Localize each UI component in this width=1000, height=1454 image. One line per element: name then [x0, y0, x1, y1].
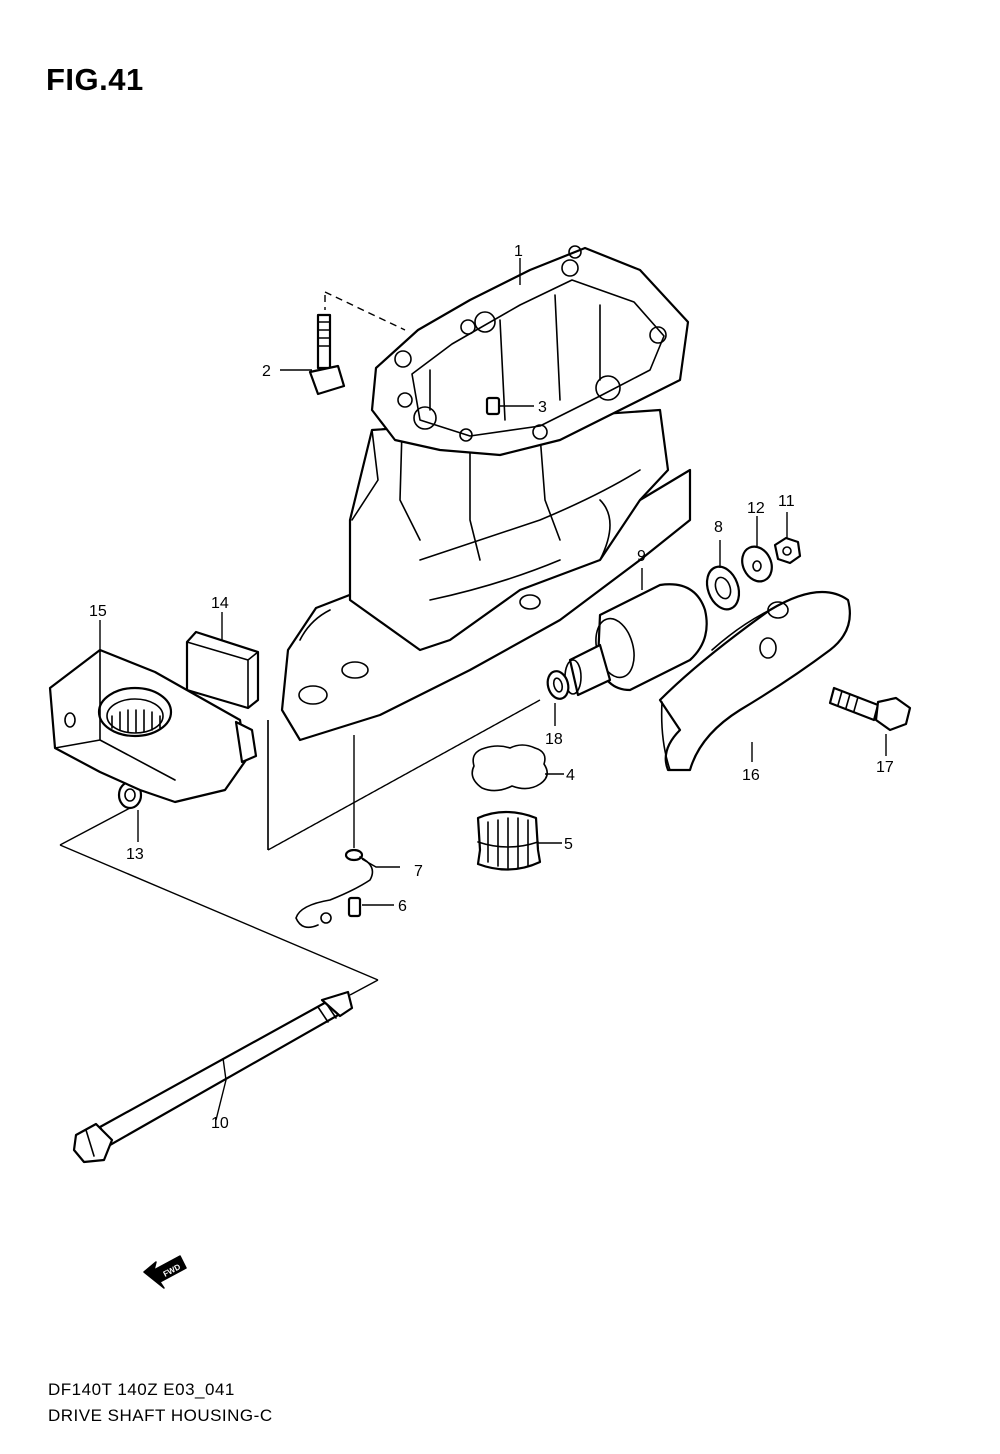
- callout-numbers: 1 2 3 4 5 6 7 8 9 10 11 12 13 14 15 16 1…: [89, 243, 894, 1132]
- callout-10: 10: [211, 1115, 229, 1132]
- callout-18: 18: [545, 731, 563, 748]
- callout-6: 6: [398, 898, 407, 915]
- fwd-arrow-icon: FWD: [143, 1255, 187, 1289]
- callout-12: 12: [747, 500, 765, 517]
- callout-9: 9: [637, 548, 646, 565]
- callout-3: 3: [538, 399, 547, 416]
- clamp-bracket: [48, 648, 258, 804]
- callout-17: 17: [876, 759, 894, 776]
- ground-wire: [295, 848, 374, 929]
- callout-1: 1: [514, 243, 523, 260]
- bushing: [476, 810, 542, 871]
- figure-title: FIG.41: [46, 62, 144, 97]
- callout-2: 2: [262, 363, 271, 380]
- dowel-pin: [485, 396, 501, 416]
- o-ring: [546, 670, 570, 700]
- gasket: [471, 744, 548, 792]
- leader-lines: [99, 258, 887, 1121]
- callout-5: 5: [564, 836, 573, 853]
- assembly-guide-lines: [59, 291, 541, 996]
- callout-14: 14: [211, 595, 229, 612]
- flat-washer: [741, 545, 773, 583]
- mount-rubber: [564, 583, 708, 697]
- flange-bolt: [308, 313, 346, 396]
- thrust-washer: [705, 565, 741, 611]
- callout-8: 8: [714, 519, 723, 536]
- drawing-name: DRIVE SHAFT HOUSING-C: [48, 1406, 273, 1425]
- mount-cover: [658, 590, 851, 772]
- callout-4: 4: [566, 767, 575, 784]
- cover-bolt: [828, 686, 912, 732]
- callout-15: 15: [89, 603, 107, 620]
- callout-7: 7: [414, 863, 423, 880]
- ground-screw: [347, 896, 362, 918]
- callout-16: 16: [742, 767, 760, 784]
- hex-nut: [773, 536, 802, 565]
- long-through-bolt: [72, 990, 354, 1164]
- drive-shaft-housing: [280, 245, 692, 742]
- callout-13: 13: [126, 846, 144, 863]
- callout-11: 11: [778, 493, 795, 510]
- drawing-code: DF140T 140Z E03_041: [48, 1380, 235, 1399]
